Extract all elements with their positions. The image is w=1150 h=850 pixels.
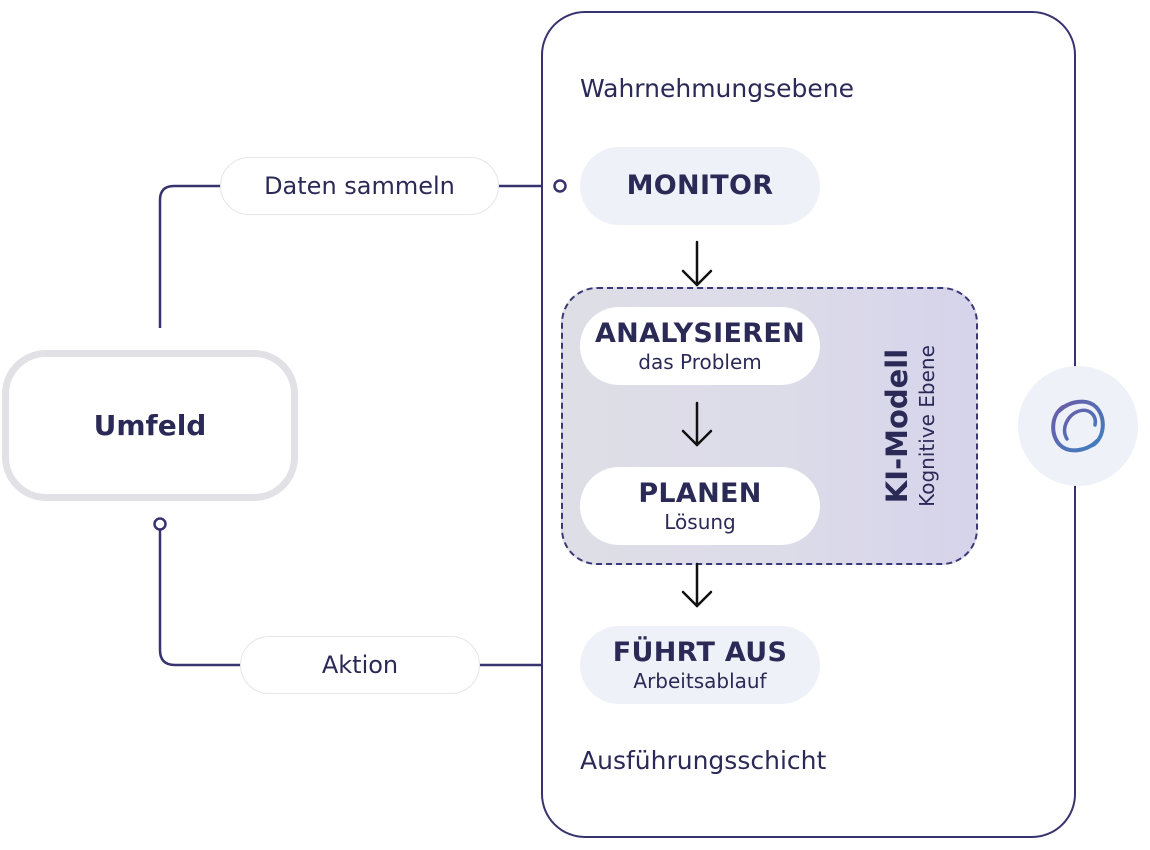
monitor-node: MONITOR xyxy=(580,147,820,225)
orbit-logo-icon xyxy=(1051,399,1105,453)
analyze-node: ANALYSIEREN das Problem xyxy=(580,307,820,385)
plan-title: PLANEN xyxy=(638,478,762,509)
plan-node: PLANEN Lösung xyxy=(580,467,820,545)
perception-layer-label: Wahrnehmungsebene xyxy=(580,74,854,103)
environment-node: Umfeld xyxy=(2,350,298,501)
plan-subtitle: Lösung xyxy=(664,510,736,534)
monitor-title: MONITOR xyxy=(626,170,774,201)
logo-badge xyxy=(1018,366,1138,486)
execution-layer-label: Ausführungsschicht xyxy=(580,746,827,775)
environment-label: Umfeld xyxy=(93,409,207,442)
ai-model-label: KI-Modell Kognitive Ebene xyxy=(870,287,950,565)
collect-data-label: Daten sammeln xyxy=(220,157,499,215)
collect-connector xyxy=(158,184,222,328)
action-connector xyxy=(158,530,242,667)
ai-model-title: KI-Modell xyxy=(880,348,914,504)
ai-model-subtitle: Kognitive Ebene xyxy=(915,345,939,507)
execute-node: FÜHRT AUS Arbeitsablauf xyxy=(580,626,820,704)
execute-title: FÜHRT AUS xyxy=(612,637,788,668)
action-label: Aktion xyxy=(240,636,480,694)
analyze-title: ANALYSIEREN xyxy=(594,318,805,349)
analyze-subtitle: das Problem xyxy=(638,350,762,374)
execute-subtitle: Arbeitsablauf xyxy=(633,669,767,693)
